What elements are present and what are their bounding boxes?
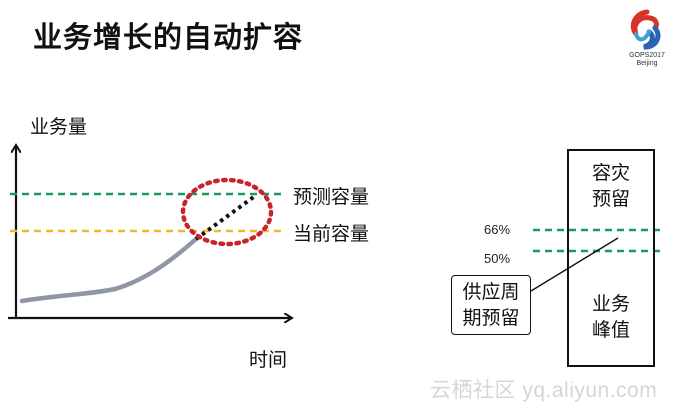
- watermark: 云栖社区 yq.aliyun.com: [430, 379, 658, 402]
- pct-50-label: 50%: [484, 251, 511, 266]
- business-peak-line1: 业务: [591, 293, 630, 315]
- gap-highlight-circle: [180, 177, 274, 247]
- forecast-capacity-label: 预测容量: [293, 186, 370, 208]
- gops-logo-icon: [630, 9, 661, 50]
- pct-66-label: 66%: [484, 222, 511, 237]
- supply-reserve-line2: 期预留: [462, 307, 520, 329]
- projected-growth: [194, 194, 257, 241]
- page-title: 业务增长的自动扩容: [33, 20, 304, 54]
- growth-curve: [19, 236, 199, 304]
- current-capacity-label: 当前容量: [293, 223, 370, 245]
- disaster-reserve-label: 容灾 预留: [568, 160, 654, 212]
- capacity-box: [567, 149, 655, 367]
- disaster-reserve-line2: 预留: [591, 188, 630, 210]
- y-axis-label: 业务量: [30, 116, 88, 138]
- business-peak-label: 业务 峰值: [568, 291, 654, 343]
- callout-pointer: [530, 237, 619, 292]
- logo-line1: GOPS2017: [629, 52, 665, 59]
- supply-reserve-line1: 供应周: [462, 281, 520, 303]
- business-peak-line2: 峰值: [591, 319, 630, 341]
- gops-logo: GOPS2017 Beijing: [622, 8, 672, 70]
- disaster-reserve-line1: 容灾: [591, 162, 630, 184]
- x-axis-label: 时间: [249, 349, 288, 371]
- supply-reserve-callout: 供应周 期预留: [451, 275, 531, 335]
- logo-line2: Beijing: [636, 60, 658, 67]
